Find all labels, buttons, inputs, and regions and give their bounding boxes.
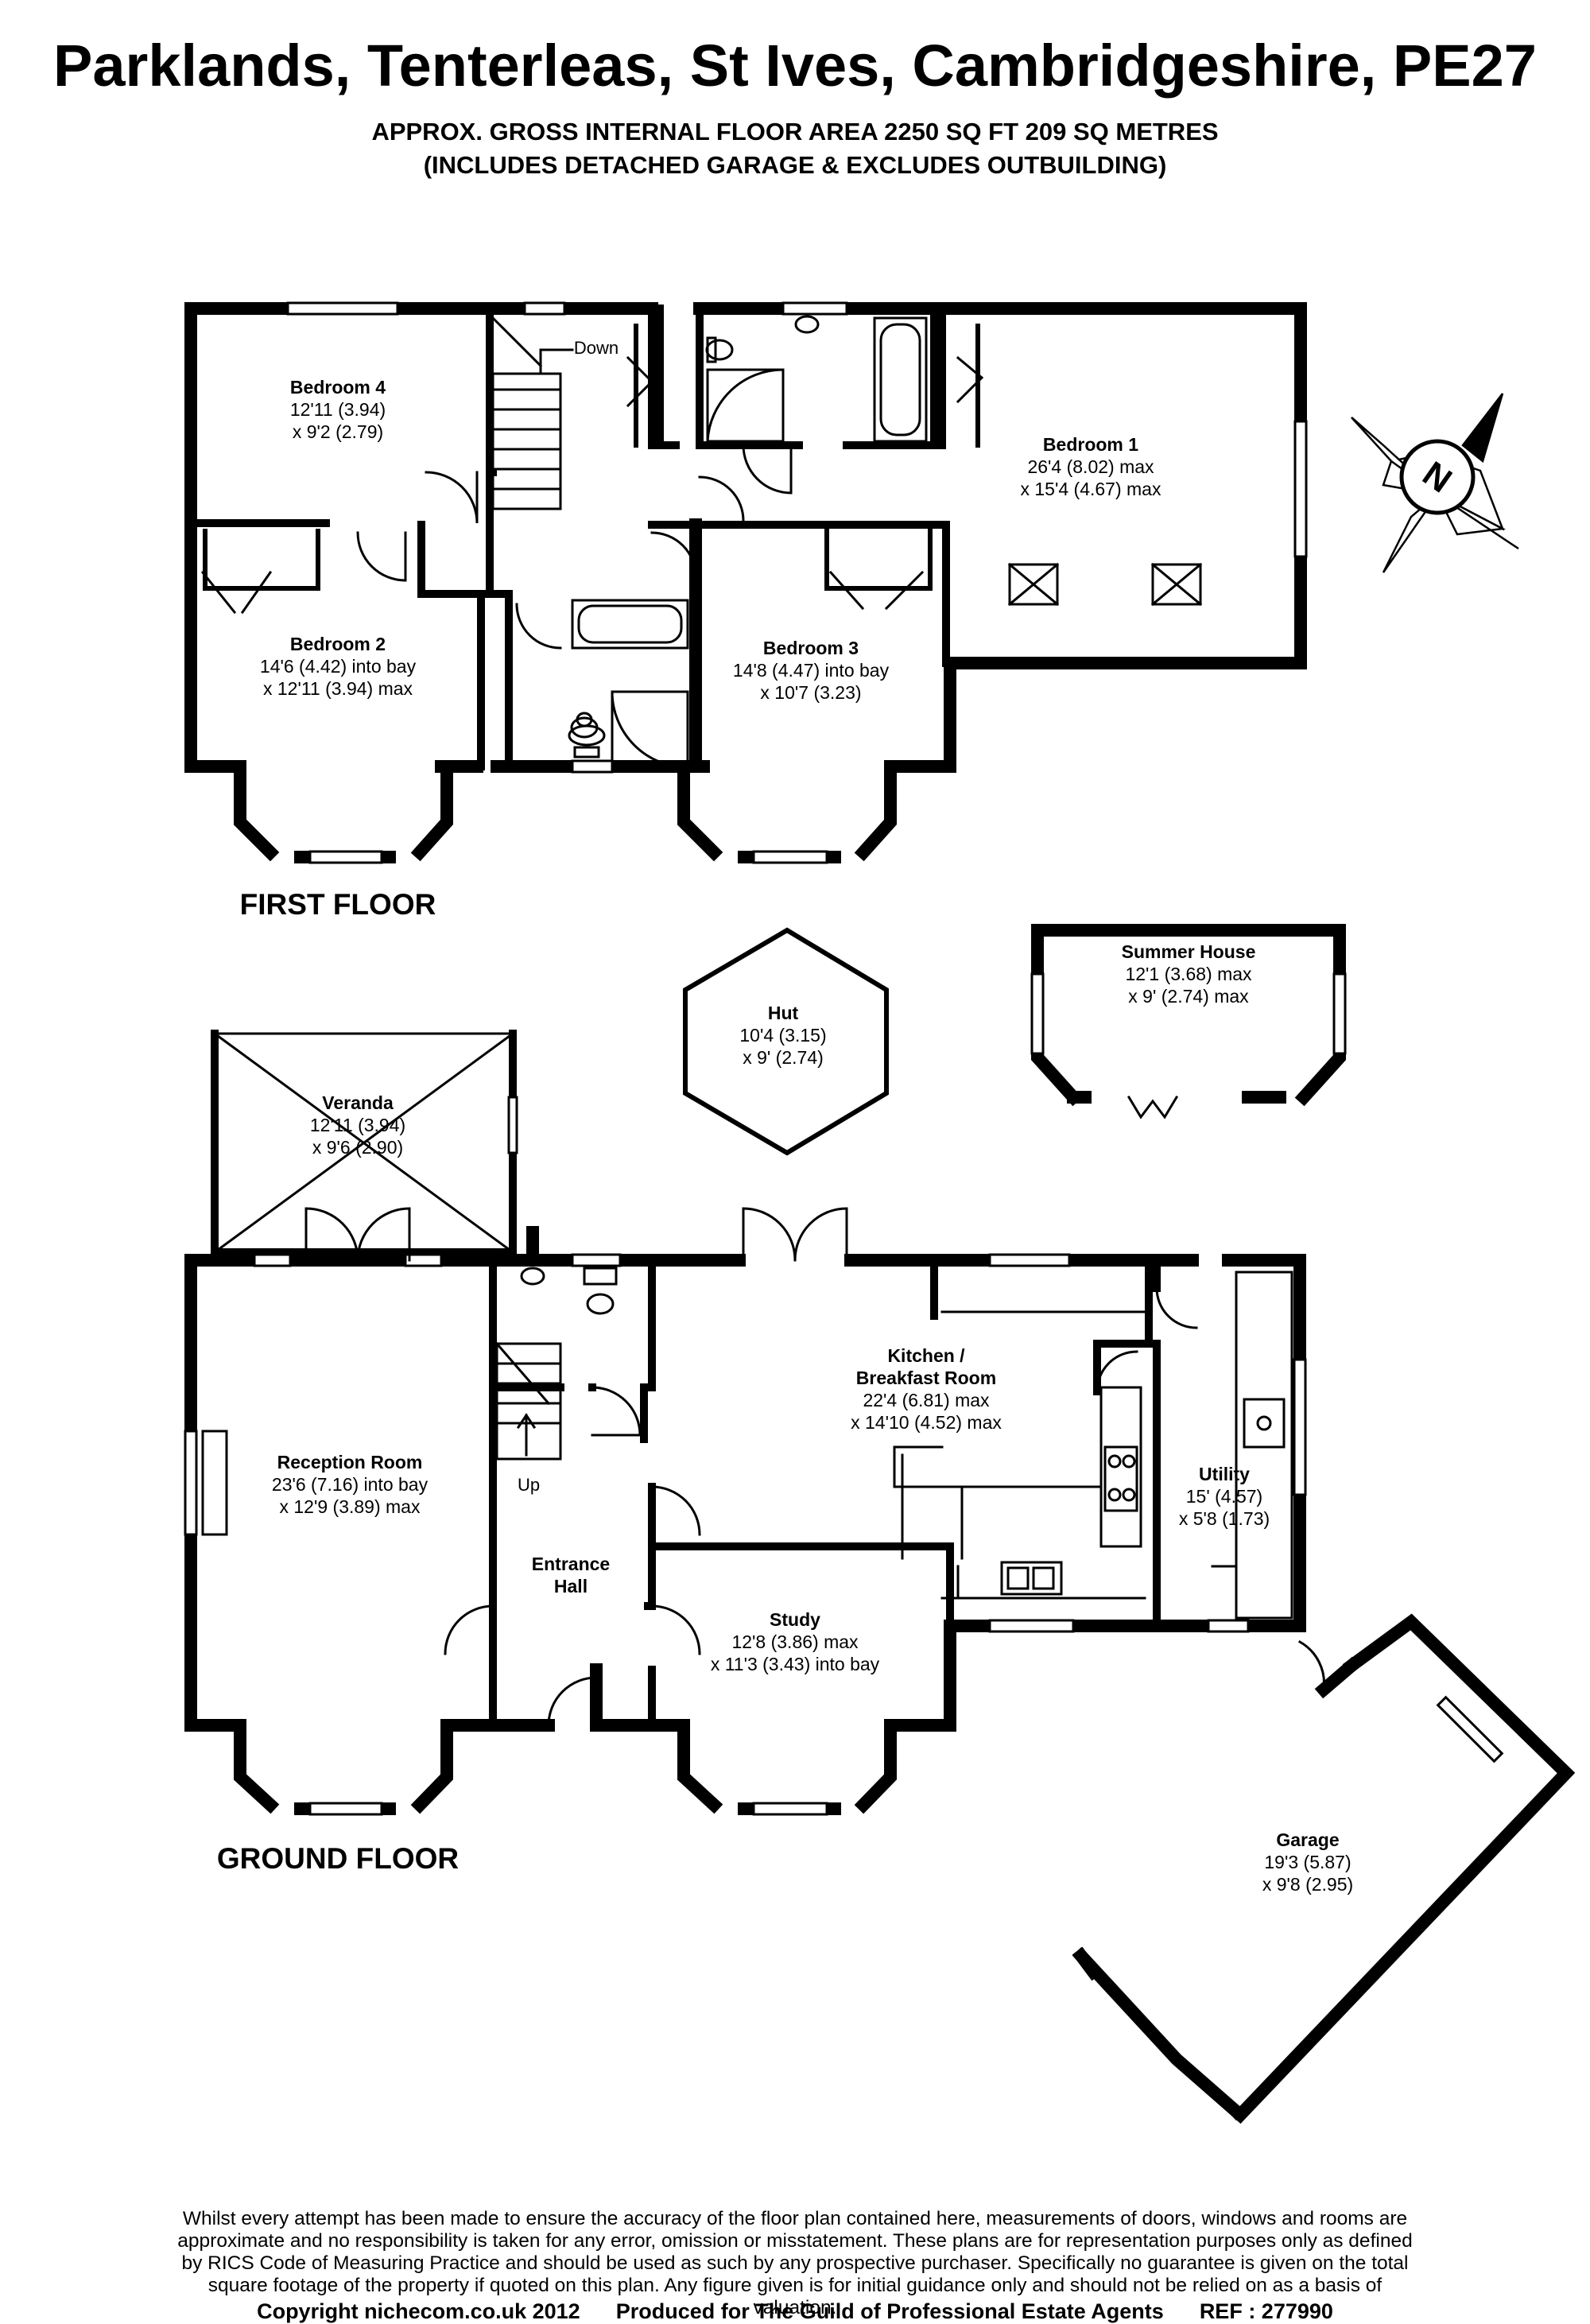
bedroom4-dim1: 12'11 (3.94) <box>290 399 386 420</box>
study-dim1: 12'8 (3.86) max <box>731 1631 859 1652</box>
kitchen-name2: Breakfast Room <box>856 1368 996 1388</box>
garage-name: Garage <box>1276 1829 1339 1850</box>
reception-dim2: x 12'9 (3.89) max <box>280 1496 421 1517</box>
bedroom2-name: Bedroom 2 <box>290 634 386 654</box>
bedroom1-name: Bedroom 1 <box>1043 434 1138 455</box>
hut-dim2: x 9' (2.74) <box>743 1047 824 1068</box>
study-name: Study <box>770 1609 820 1630</box>
bedroom3-dim1: 14'8 (4.47) into bay <box>733 660 890 681</box>
bedroom3-dim2: x 10'7 (3.23) <box>760 682 861 703</box>
veranda-dim1: 12'11 (3.94) <box>310 1115 405 1135</box>
summer-house-name: Summer House <box>1122 941 1256 962</box>
garage-dim2: x 9'8 (2.95) <box>1262 1874 1353 1895</box>
veranda-dim2: x 9'6 (2.90) <box>312 1137 403 1158</box>
first-floor-label: FIRST FLOOR <box>240 888 436 921</box>
produced-for-text: Produced for The Guild of Professional E… <box>615 2299 1164 2323</box>
ground-floor-plan <box>184 1030 1307 1816</box>
ground-floor-label: GROUND FLOOR <box>217 1842 459 1875</box>
study-dim2: x 11'3 (3.43) into bay <box>711 1654 880 1674</box>
copyright-text: Copyright nichecom.co.uk 2012 <box>257 2299 580 2323</box>
utility-dim1: 15' (4.57) <box>1186 1486 1262 1507</box>
utility-name: Utility <box>1199 1464 1250 1484</box>
first-floor-plan <box>184 301 1308 864</box>
bedroom2-dim2: x 12'11 (3.94) max <box>263 678 413 699</box>
entrance-hall-name1: Entrance <box>532 1554 610 1574</box>
summer-house-dim2: x 9' (2.74) max <box>1128 986 1249 1007</box>
bedroom1-dim1: 26'4 (8.02) max <box>1027 456 1154 477</box>
inclusions-line: (INCLUDES DETACHED GARAGE & EXCLUDES OUT… <box>423 151 1167 179</box>
garage-outline <box>1072 1613 1576 2124</box>
kitchen-dim2: x 14'10 (4.52) max <box>851 1412 1002 1433</box>
bedroom4-name: Bedroom 4 <box>290 377 386 398</box>
kitchen-name1: Kitchen / <box>887 1345 965 1366</box>
reception-dim1: 23'6 (7.16) into bay <box>272 1474 429 1495</box>
reception-name: Reception Room <box>277 1452 423 1472</box>
entrance-hall-name2: Hall <box>554 1576 588 1597</box>
plan-title: Parklands, Tenterleas, St Ives, Cambridg… <box>53 33 1537 99</box>
hut-name: Hut <box>768 1003 799 1023</box>
hut-outline <box>683 927 889 1156</box>
utility-dim2: x 5'8 (1.73) <box>1179 1508 1270 1529</box>
stairs-up-label: Up <box>518 1475 540 1495</box>
kitchen-dim1: 22'4 (6.81) max <box>863 1390 990 1410</box>
disclaimer-text: Whilst every attempt has been made to en… <box>177 2208 1413 2318</box>
bedroom1-dim2: x 15'4 (4.67) max <box>1021 479 1161 499</box>
stairs-down-label: Down <box>574 338 619 358</box>
compass-rose <box>1351 393 1519 573</box>
floor-area-line: APPROX. GROSS INTERNAL FLOOR AREA 2250 S… <box>371 118 1219 145</box>
footer: Copyright nichecom.co.uk 2012 Produced f… <box>0 2299 1590 2324</box>
hut-dim1: 10'4 (3.15) <box>739 1025 826 1046</box>
bedroom4-dim2: x 9'2 (2.79) <box>293 421 383 442</box>
bedroom2-dim1: 14'6 (4.42) into bay <box>260 656 417 677</box>
summer-house-dim1: 12'1 (3.68) max <box>1125 964 1252 984</box>
summer-house-outline <box>1030 924 1347 1119</box>
veranda-name: Veranda <box>322 1092 394 1113</box>
reference-text: REF : 277990 <box>1199 2299 1333 2323</box>
garage-dim1: 19'3 (5.87) <box>1264 1852 1351 1872</box>
bedroom3-name: Bedroom 3 <box>763 638 859 658</box>
